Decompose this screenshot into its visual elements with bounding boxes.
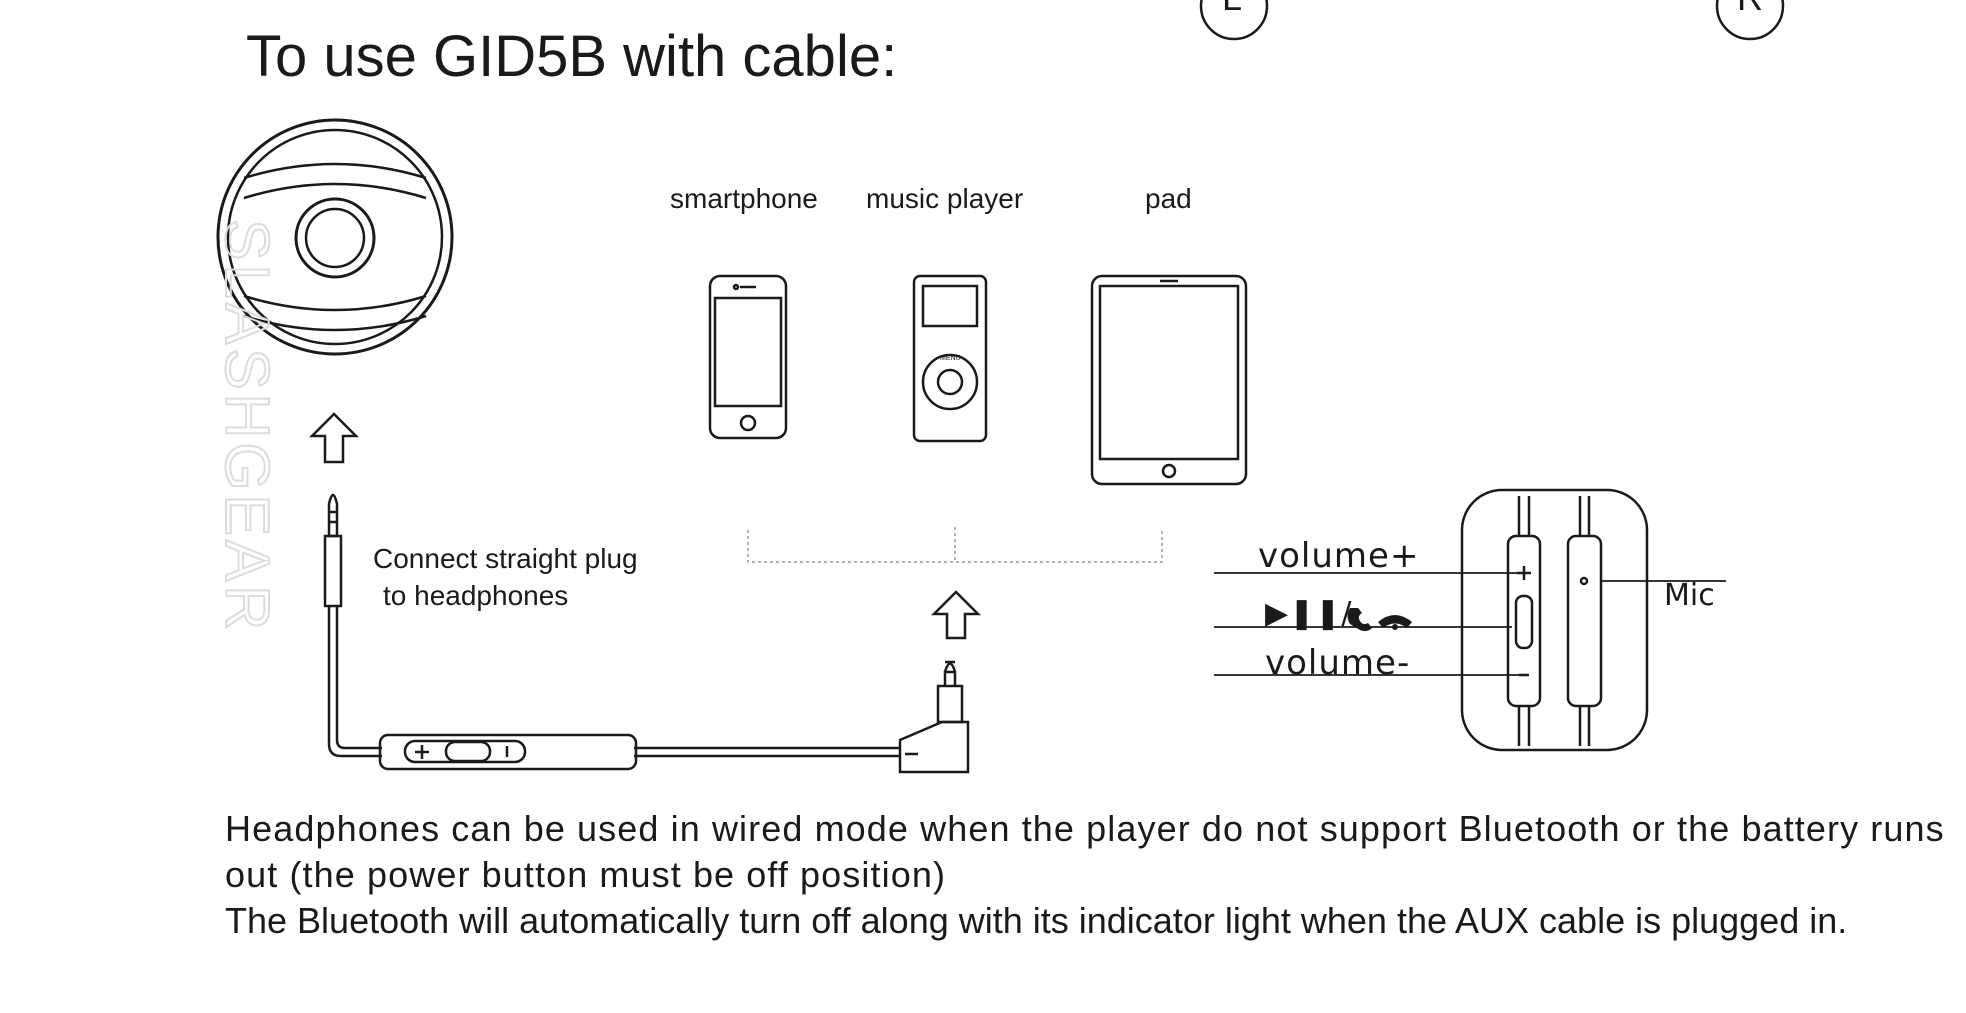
inline-remote (378, 733, 638, 771)
arrow-up-devices (930, 590, 982, 640)
label-smartphone: smartphone (670, 183, 818, 214)
device-connector (747, 527, 1163, 563)
note-bluetooth-off: The Bluetooth will automatically turn of… (225, 900, 1848, 941)
right-angle-plug (898, 660, 970, 774)
note-wired-mode: Headphones can be used in wired mode whe… (225, 808, 1945, 895)
right-ear-letter: R (1737, 0, 1763, 18)
hangup-icon (1378, 615, 1412, 628)
earcup-port-closeup (216, 118, 454, 356)
straight-plug (323, 493, 343, 608)
audio-cable (327, 606, 382, 758)
volume-down-label: volume- (1265, 643, 1411, 683)
connect-note-line-1: Connect straight plug (373, 543, 638, 574)
volume-up-label: volume+ (1258, 536, 1420, 576)
usage-notes: Headphones can be used in wired mode whe… (225, 806, 1945, 944)
label-pad: pad (1145, 183, 1192, 214)
ipod-menu-label: MENU (940, 355, 961, 362)
play-pause-call-label: ▶❚❚/ (1265, 596, 1353, 631)
arrow-up-earcup (308, 412, 360, 464)
mic-label: Mic (1664, 578, 1715, 613)
label-music-player: music player (866, 183, 1024, 214)
pad-illustration (1090, 274, 1248, 486)
left-ear-mark (1199, 0, 1269, 41)
left-ear-letter: L (1222, 0, 1242, 18)
svg-text:SLASHGEAR: SLASHGEAR (218, 219, 281, 634)
connect-note-line-2: to headphones (383, 580, 569, 611)
music-player-illustration (912, 274, 988, 443)
connect-note: Connect straight plug to headphones (373, 540, 638, 614)
right-ear-mark (1715, 0, 1785, 41)
page-title: To use GID5B with cable: (246, 24, 898, 89)
smartphone-illustration (708, 274, 788, 440)
watermark: SLASHGEAR (218, 218, 282, 635)
phone-icon (1347, 608, 1412, 632)
